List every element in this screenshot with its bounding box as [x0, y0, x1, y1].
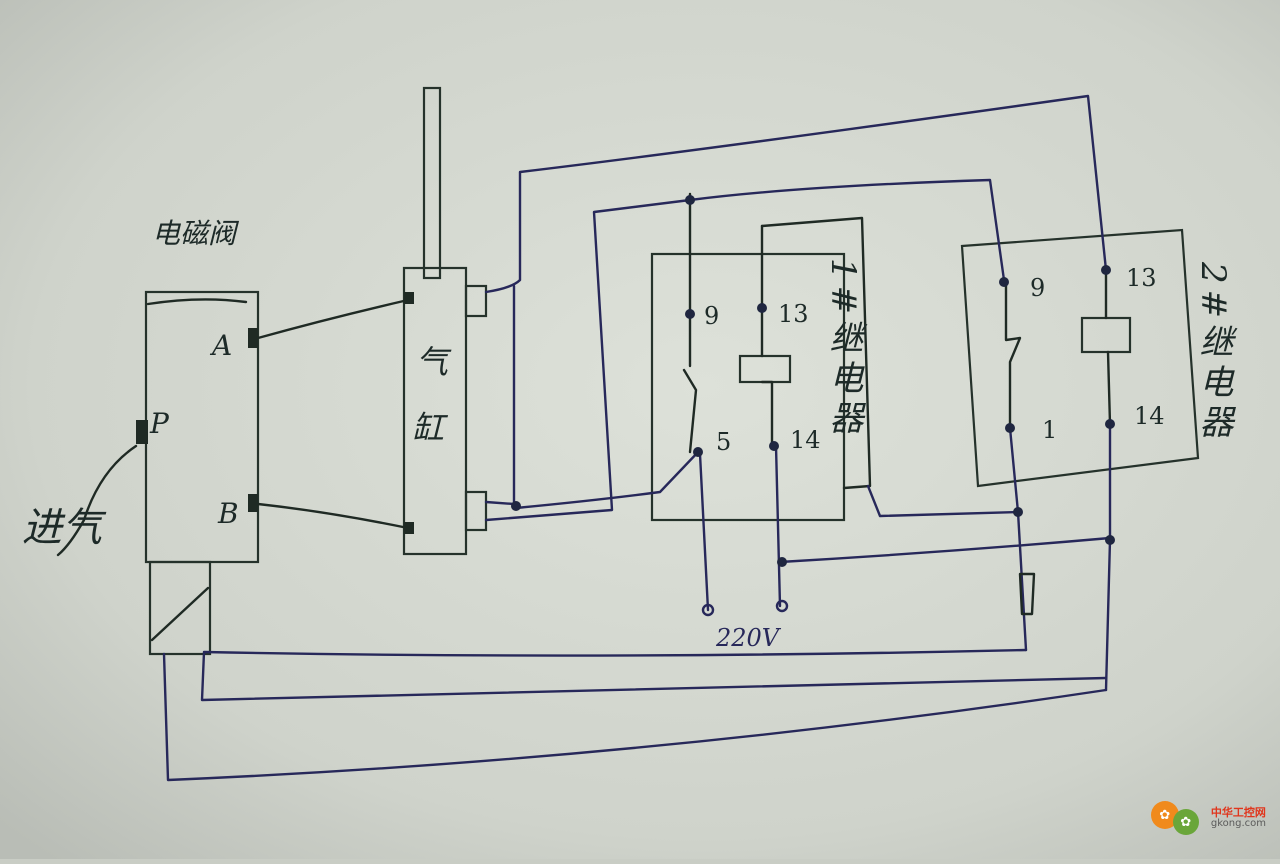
wire-return-loop-1	[200, 648, 1108, 702]
relay-2-switch-blade	[1004, 278, 1022, 430]
pipe-a-to-cylinder	[256, 298, 410, 340]
pipe-b-to-cylinder	[256, 502, 410, 530]
relay-2-pin13-label: 13	[1126, 264, 1157, 292]
relay-2-pin1-dot	[1005, 423, 1015, 433]
solenoid-coil	[148, 560, 212, 656]
relay-2-pin9-label: 9	[1030, 274, 1046, 302]
junction-dot	[511, 501, 521, 511]
watermark-domain: gkong.com	[1210, 817, 1266, 829]
port-a-label: A	[212, 329, 233, 362]
relay-1-pin5-label: 5	[716, 428, 732, 456]
cylinder-top-switch	[464, 284, 488, 318]
port-b-fitting	[248, 494, 258, 512]
relay-2	[960, 228, 1200, 488]
wire-relay1-14-to-supply	[774, 444, 782, 608]
supply-terminal-left	[701, 603, 715, 617]
cylinder-port-top	[404, 292, 414, 304]
relay-2-coil-bottom-lead	[1106, 350, 1112, 426]
port-a-fitting	[248, 328, 258, 348]
relay-2-pin13-dot	[1101, 265, 1111, 275]
solenoid-valve	[56, 290, 260, 656]
relay-2-pin14-dot	[1105, 419, 1115, 429]
inlet-label: 进气	[22, 505, 102, 551]
relay-2-pin1-label: 1	[1042, 416, 1058, 444]
relay-1-top-loop	[760, 216, 872, 490]
solenoid-coil-stroke	[150, 586, 210, 642]
cylinder-label-char-1: 气	[416, 343, 449, 381]
wire-cylinder-to-relay1-5	[514, 448, 702, 510]
junction-dot	[685, 195, 695, 205]
port-b-label: B	[218, 497, 239, 530]
relay-1-pin9-dot	[685, 309, 695, 319]
relay-2-pin14-label: 14	[1134, 402, 1165, 430]
relay-1-pin13-dot	[757, 303, 767, 313]
relay-2-body	[960, 228, 1200, 488]
terminal-dots	[511, 195, 1115, 617]
relay-1-pin5-dot	[693, 447, 703, 457]
cylinder-bottom-switch	[464, 490, 488, 532]
cylinder-label-char-2: 缸	[412, 409, 445, 447]
relay-1-coil-bottom-lead	[760, 380, 774, 448]
solenoid-valve-top-edge	[146, 298, 248, 306]
junction-dot	[1105, 535, 1115, 545]
port-p-fitting	[136, 420, 148, 444]
relay-1-body	[650, 252, 846, 522]
wire-relay1-to-relay2-1	[866, 484, 1020, 518]
relay-2-title: 2#继电器	[1193, 262, 1233, 445]
wire-relay1-5-to-supply	[698, 452, 710, 612]
gear-icon: ✿ ✿	[1150, 799, 1207, 837]
relay-2-pin9-dot	[999, 277, 1009, 287]
relay-1-title: 1#继电器	[823, 258, 863, 441]
junction-dot	[1013, 507, 1023, 517]
supply-terminal-right	[775, 599, 789, 613]
supply-voltage-label: 220V	[716, 624, 780, 652]
relay-1-pin13-label: 13	[778, 300, 809, 328]
relay-1	[650, 192, 872, 522]
relay-1-pin9-label: 9	[704, 302, 720, 330]
port-p-label: P	[150, 407, 169, 440]
cylinder-rod	[422, 86, 442, 280]
relay-1-pin14-dot	[769, 441, 779, 451]
relay-1-switch-blade	[682, 368, 698, 454]
watermark-name: 中华工控网	[1210, 805, 1266, 819]
relay-1-pin14-label: 14	[790, 426, 821, 454]
relay2-output-fuse	[1018, 572, 1036, 616]
wire-cylinder-top-to-relay2-13	[484, 94, 1108, 294]
junction-dot	[777, 557, 787, 567]
wire-return-loop-2	[162, 652, 1108, 782]
watermark: ✿ ✿ 中华工控网 gkong.com	[1150, 799, 1266, 837]
inlet-line	[56, 444, 138, 557]
wire-supply-to-relay2-14	[778, 536, 1112, 564]
cylinder-body	[402, 266, 468, 556]
solenoid-valve-title: 电磁阀	[152, 217, 237, 250]
